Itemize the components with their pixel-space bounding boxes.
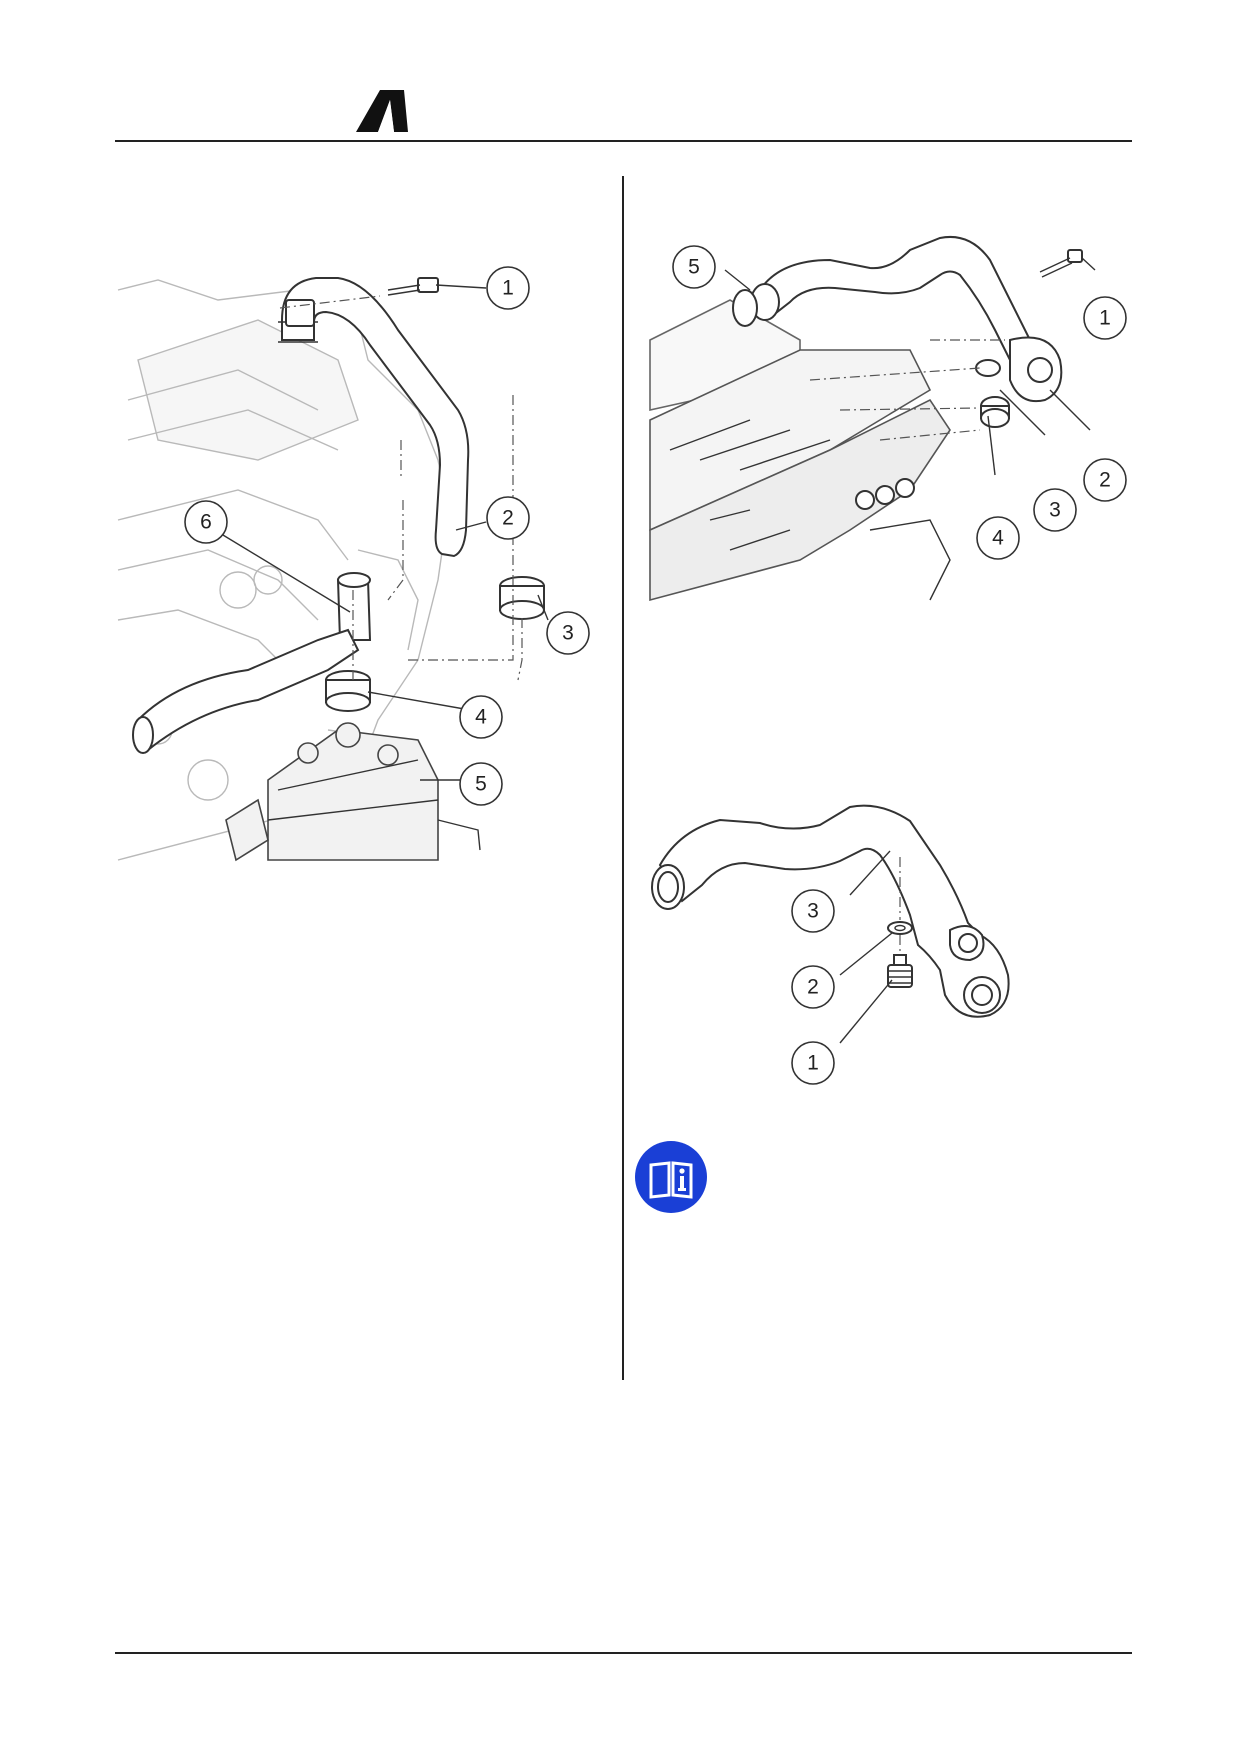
callout-label: 1 bbox=[1099, 307, 1111, 330]
footer-rule bbox=[115, 1652, 1132, 1654]
bolt bbox=[387, 277, 439, 296]
sealing-ring-small bbox=[975, 359, 1001, 377]
engine-head-ghost bbox=[649, 299, 951, 602]
leaders-right-top bbox=[724, 257, 1096, 476]
callout-label: 4 bbox=[992, 527, 1004, 550]
callout-label: 3 bbox=[807, 900, 819, 923]
sealing-sleeve bbox=[980, 396, 1010, 428]
air-compressor bbox=[225, 722, 481, 862]
t-connector bbox=[132, 572, 372, 754]
callout-4: 4 bbox=[459, 695, 503, 739]
callout-label: 3 bbox=[1049, 499, 1061, 522]
o-ring bbox=[732, 289, 758, 327]
callout-label: 2 bbox=[1099, 469, 1111, 492]
callout-2: 2 bbox=[1083, 458, 1127, 502]
callout-6: 6 bbox=[184, 500, 228, 544]
callout-label: 5 bbox=[475, 773, 487, 796]
callout-3: 3 bbox=[546, 611, 590, 655]
callout-label: 2 bbox=[502, 507, 514, 530]
callout-label: 5 bbox=[688, 256, 700, 279]
figure-left: 1 2 3 4 5 6 bbox=[117, 266, 590, 862]
callout-1: 1 bbox=[791, 1041, 835, 1085]
coolant-manifold bbox=[651, 804, 1010, 1018]
figure-right-bottom: 3 2 1 bbox=[651, 804, 1010, 1085]
hose-clamp-lower bbox=[325, 670, 371, 712]
coolant-manifold bbox=[750, 236, 1063, 402]
callout-label: 1 bbox=[502, 277, 514, 300]
hose-clamp-upper bbox=[499, 576, 545, 620]
callout-3: 3 bbox=[1033, 488, 1077, 532]
header-rule bbox=[115, 140, 1132, 142]
callout-2: 2 bbox=[791, 965, 835, 1009]
callout-4: 4 bbox=[976, 516, 1020, 560]
callout-1: 1 bbox=[1083, 296, 1127, 340]
figure-right-top: 5 1 2 3 4 bbox=[649, 236, 1127, 602]
callout-label: 6 bbox=[200, 511, 212, 534]
callout-5: 5 bbox=[672, 245, 716, 289]
callout-2: 2 bbox=[486, 496, 530, 540]
callout-label: 3 bbox=[562, 622, 574, 645]
bolt-right bbox=[1039, 249, 1083, 278]
leaders-right-bottom bbox=[839, 850, 893, 1044]
column-divider bbox=[622, 176, 624, 1380]
callout-1: 1 bbox=[486, 266, 530, 310]
callout-3: 3 bbox=[791, 889, 835, 933]
sealing-washer bbox=[887, 921, 913, 935]
drain-plug bbox=[887, 954, 913, 988]
callout-label: 4 bbox=[475, 706, 487, 729]
leaders-left bbox=[217, 284, 549, 781]
info-book-icon bbox=[635, 1141, 707, 1213]
callout-label: 1 bbox=[807, 1052, 819, 1075]
brand-logo bbox=[356, 90, 408, 132]
callout-5: 5 bbox=[459, 762, 503, 806]
callout-label: 2 bbox=[807, 976, 819, 999]
